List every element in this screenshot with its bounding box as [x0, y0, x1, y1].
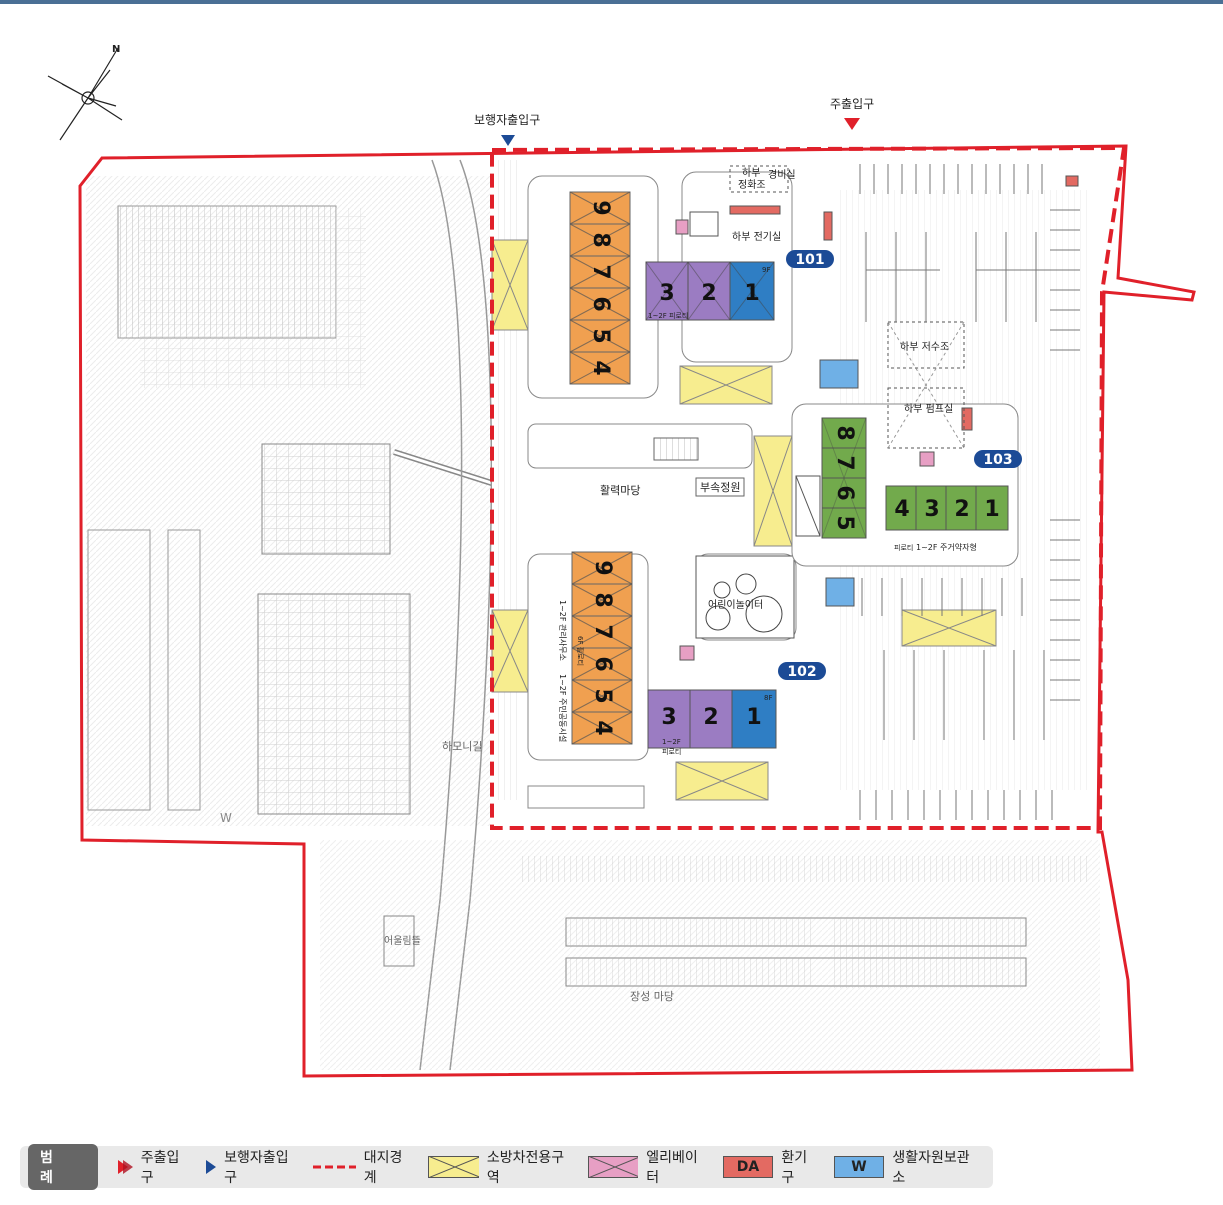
legend-fire-zone: 소방차전용구역 [428, 1147, 571, 1187]
b101-unit-5: 5 [588, 328, 613, 343]
badge-103[interactable]: 103 [974, 450, 1022, 468]
mgmt-office-label: 1~2F 관리사무소 [558, 600, 568, 661]
top-accent-bar [0, 0, 1223, 4]
legend-waste-label: 생활자원보관소 [892, 1150, 970, 1186]
badge-101[interactable]: 101 [786, 250, 834, 268]
piloti-102-label: 1~2F [662, 738, 681, 746]
svg-text:N: N [112, 44, 120, 55]
pedestrian-entrance-icon [205, 1160, 216, 1174]
b101-unit-9: 9 [588, 200, 613, 215]
pump-room-label: 하부 펌프실 [904, 402, 953, 415]
legend-fire-zone-label: 소방차전용구역 [486, 1150, 565, 1186]
septic-label-b: 정화조 [738, 179, 766, 191]
floor-9f-101: 9F [762, 266, 770, 274]
piloti-103-label: 피로티 [894, 543, 913, 552]
badge-103-label: 103 [983, 452, 1012, 468]
legend-elevator-label: 엘리베이터 [646, 1150, 698, 1186]
floor-6f-piloti: 6F 필로티 [576, 636, 585, 666]
b101-unit-8: 8 [588, 232, 613, 247]
water-tank-label: 하부 저수조 [900, 340, 949, 353]
legend-pedestrian-entrance-label: 보행자출입구 [224, 1150, 289, 1186]
legend-main-entrance: 주출입구 [116, 1147, 189, 1187]
b103-unit-4: 4 [894, 497, 909, 522]
main-entrance-label: 주출입구 [830, 97, 874, 111]
b102-unit-5: 5 [590, 688, 615, 703]
electric-room-label: 하부 전기실 [732, 230, 781, 243]
gathering-label: 어울림뜰 [384, 935, 421, 947]
dashed-site-boundary [490, 145, 1127, 830]
b101-unit-3: 3 [659, 281, 674, 306]
b103-unit-3: 3 [924, 497, 939, 522]
badge-102[interactable]: 102 [778, 662, 826, 680]
b103-unit-8: 8 [832, 425, 857, 440]
b102-unit-9: 9 [590, 560, 615, 575]
badge-101-label: 101 [795, 252, 824, 268]
b102-unit-6: 6 [590, 656, 615, 671]
elevator-swatch-icon [587, 1156, 639, 1178]
pedestrian-entrance-marker [501, 135, 515, 146]
activity-yard-label: 활력마당 [600, 483, 640, 497]
boundary-line-icon [312, 1165, 356, 1169]
pedestrian-entrance-label: 보행자출입구 [474, 112, 540, 127]
b102-unit-2: 2 [703, 705, 718, 730]
site-boundary [78, 144, 1196, 1078]
b101-unit-1: 1 [744, 281, 759, 306]
b101-unit-2: 2 [701, 281, 716, 306]
piloti-101-label: 1~2F 피로티 [648, 311, 688, 320]
b103-unit-7: 7 [832, 455, 857, 470]
piloti-102-label-2: 피로티 [662, 747, 681, 756]
legend-bar: 범 례 주출입구 보행자출입구 대지경계 소방차전용구역 엘리베이터 DA [20, 1144, 993, 1190]
main-entrance-icon [117, 1160, 133, 1174]
guard-room-label: 경비실 [768, 168, 796, 181]
b103-unit-5: 5 [832, 515, 857, 530]
b101-unit-7: 7 [588, 264, 613, 279]
badge-102-label: 102 [787, 664, 816, 680]
septic-label-a: 하부 [742, 166, 760, 179]
legend-main-entrance-label: 주출입구 [140, 1150, 180, 1186]
b102-unit-3: 3 [661, 705, 676, 730]
b103-unit-2: 2 [954, 497, 969, 522]
playground-label: 어린이놀이터 [708, 599, 763, 611]
legend-boundary-label: 대지경계 [363, 1150, 403, 1186]
legend-title: 범 례 [28, 1144, 98, 1190]
residents-103-label: 1~2F 주거약자형 [916, 542, 977, 552]
playground-area [695, 555, 795, 639]
legend-elevator: 엘리베이터 [587, 1147, 707, 1187]
b102-unit-4: 4 [590, 720, 615, 735]
waste-swatch-icon: W [833, 1156, 885, 1178]
b102-unit-7: 7 [590, 624, 615, 639]
b102-unit-8: 8 [590, 592, 615, 607]
b101-unit-4: 4 [588, 360, 613, 375]
b103-unit-6: 6 [832, 485, 857, 500]
compass-icon: N [47, 44, 123, 141]
sub-garden-label: 부속정원 [700, 481, 740, 494]
site-plan: N [47, 44, 1196, 1078]
floor-8f-102: 8F [764, 694, 772, 702]
b102-unit-1: 1 [746, 705, 761, 730]
legend-boundary: 대지경계 [312, 1147, 412, 1187]
legend-vent-label: 환기구 [781, 1150, 808, 1186]
b101-unit-6: 6 [588, 296, 613, 311]
legend-waste: W 생활자원보관소 [833, 1147, 977, 1187]
legend-vent: DA 환기구 [722, 1147, 818, 1187]
jangseong-yard-label: 장성 마당 [630, 990, 674, 1003]
legend-pedestrian-entrance: 보행자출입구 [205, 1147, 297, 1187]
wheel-mark: W [220, 811, 232, 825]
vent-swatch-icon: DA [722, 1156, 774, 1178]
main-entrance-marker [844, 118, 860, 130]
harmony-road-label: 하모니길 [442, 739, 482, 753]
community-label: 1~2F 주민공동시설 [558, 674, 568, 742]
b103-unit-1: 1 [984, 497, 999, 522]
fire-zone-swatch-icon [428, 1156, 479, 1178]
